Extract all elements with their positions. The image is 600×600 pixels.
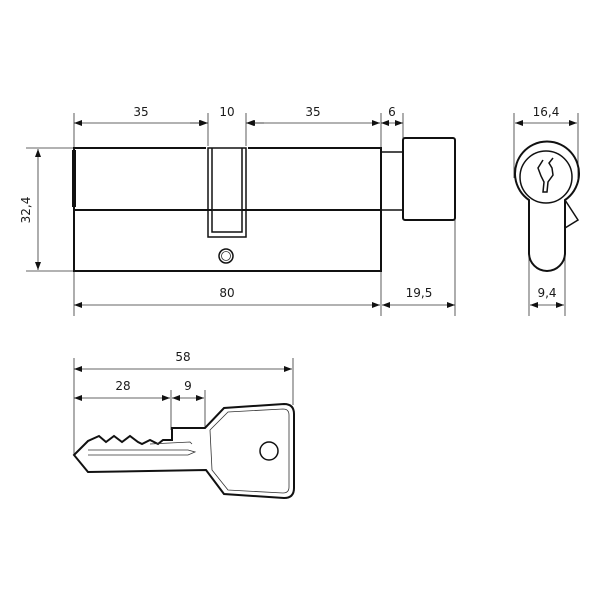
dim-profile-lower-width: 9,4 [537, 286, 556, 300]
key-labels: 58 28 9 [115, 350, 191, 393]
dim-thumbturn-length: 19,5 [406, 286, 433, 300]
dim-profile-width: 16,4 [533, 105, 560, 119]
key-view [72, 358, 295, 500]
cylinder-front-view [26, 113, 456, 316]
dim-right-length: 35 [305, 105, 320, 119]
cylinder-front-labels: 35 10 35 6 32,4 80 19,5 [19, 105, 432, 300]
dim-left-length: 35 [133, 105, 148, 119]
dim-thumbturn-gap: 6 [388, 105, 396, 119]
cylinder-side-view [513, 113, 580, 316]
dim-key-blade-length: 28 [115, 379, 130, 393]
dim-key-shoulder: 9 [184, 379, 192, 393]
dim-cam-width: 10 [219, 105, 234, 119]
dim-key-total-length: 58 [175, 350, 190, 364]
dim-total-length: 80 [219, 286, 234, 300]
cylinder-side-labels: 16,4 9,4 [533, 105, 560, 300]
dim-height: 32,4 [19, 197, 33, 224]
